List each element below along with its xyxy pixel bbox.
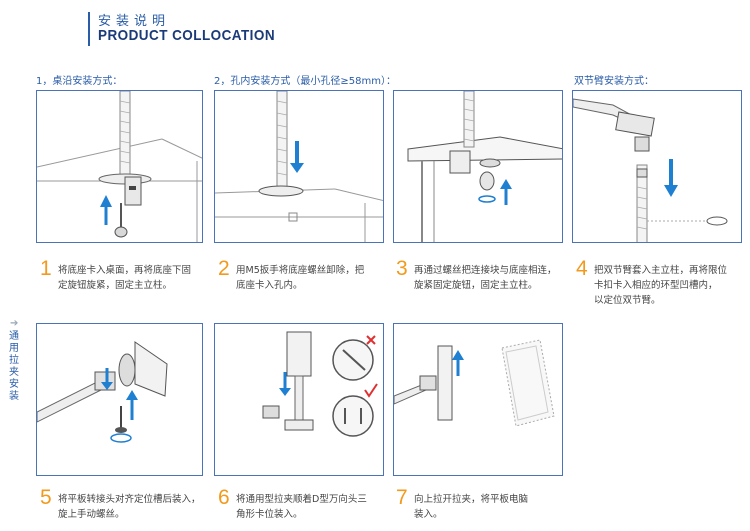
- illustration-clamp-d-head: [214, 323, 384, 476]
- illustration-connector-block: [393, 90, 563, 243]
- step-number: 1: [40, 257, 52, 281]
- step-2: 2 用M5扳手将底座螺丝卸除，把 底座卡入孔内。: [218, 261, 388, 295]
- section-label-desk-edge: 1，桌沿安装方式：: [36, 72, 122, 87]
- step-text-line: 将通用型拉夹顺着D型万向头三: [236, 492, 367, 507]
- illustration-desk-clamp: [36, 90, 203, 243]
- step-number: 6: [218, 486, 230, 510]
- step-7: 7 向上拉开拉夹，将平板电脑 装入。: [396, 490, 566, 524]
- illustration-hole-mount: [214, 90, 384, 243]
- step-4: 4 把双节臂套入主立柱，再将限位 卡扣卡入相应的环型凹槽内， 以定位双节臂。: [576, 261, 746, 309]
- step-number: 4: [576, 257, 588, 281]
- step-text: 把双节臂套入主立柱，再将限位 卡扣卡入相应的环型凹槽内， 以定位双节臂。: [594, 263, 727, 308]
- wrong-mark-icon: [367, 336, 375, 344]
- step-text: 向上拉开拉夹，将平板电脑 装入。: [414, 492, 528, 522]
- illustration-double-arm: [572, 90, 742, 243]
- step-1: 1 将底座卡入桌面，再将底座下固 定旋钮旋紧，固定主立柱。: [40, 261, 210, 295]
- section-label-hole: 2，孔内安装方式（最小孔径≥58mm）：: [214, 72, 396, 87]
- illustration-adapter-head: [36, 323, 203, 476]
- check-mark-icon: [365, 384, 377, 396]
- step-text-line: 以定位双节臂。: [594, 293, 727, 308]
- header-title-en: PRODUCT COLLOCATION: [98, 27, 275, 44]
- step-text-line: 将平板转接头对齐定位槽后装入，: [58, 492, 201, 507]
- step-text-line: 用M5扳手将底座螺丝卸除，把: [236, 263, 364, 278]
- step-number: 3: [396, 257, 408, 281]
- step-5: 5 将平板转接头对齐定位槽后装入， 旋上手动螺丝。: [40, 490, 212, 524]
- step-text-line: 将底座卡入桌面，再将底座下固: [58, 263, 191, 278]
- side-title-universal-clamp: 通用拉夹安装: [9, 331, 21, 403]
- step-text: 再通过螺丝把连接块与底座相连， 旋紧固定旋钮，固定主立柱。: [414, 263, 557, 293]
- step-text-line: 定旋钮旋紧，固定主立柱。: [58, 278, 191, 293]
- step-text-line: 底座卡入孔内。: [236, 278, 364, 293]
- step-number: 2: [218, 257, 230, 281]
- step-text: 将平板转接头对齐定位槽后装入， 旋上手动螺丝。: [58, 492, 201, 522]
- step-text-line: 再通过螺丝把连接块与底座相连，: [414, 263, 557, 278]
- step-text-line: 角形卡位装入。: [236, 507, 367, 522]
- step-number: 5: [40, 486, 52, 510]
- step-text: 将底座卡入桌面，再将底座下固 定旋钮旋紧，固定主立柱。: [58, 263, 191, 293]
- illustration-tablet-insert: [393, 323, 563, 476]
- side-arrow-icon: ➔: [10, 318, 18, 329]
- step-text: 将通用型拉夹顺着D型万向头三 角形卡位装入。: [236, 492, 367, 522]
- step-text-line: 旋上手动螺丝。: [58, 507, 201, 522]
- step-text-line: 卡扣卡入相应的环型凹槽内，: [594, 278, 727, 293]
- step-text-line: 把双节臂套入主立柱，再将限位: [594, 263, 727, 278]
- step-number: 7: [396, 486, 408, 510]
- step-6: 6 将通用型拉夹顺着D型万向头三 角形卡位装入。: [218, 490, 388, 524]
- section-label-double-arm: 双节臂安装方式：: [574, 72, 654, 87]
- step-text: 用M5扳手将底座螺丝卸除，把 底座卡入孔内。: [236, 263, 364, 293]
- step-text-line: 装入。: [414, 507, 528, 522]
- header-accent-bar: [88, 12, 90, 46]
- step-3: 3 再通过螺丝把连接块与底座相连， 旋紧固定旋钮，固定主立柱。: [396, 261, 568, 295]
- step-text-line: 向上拉开拉夹，将平板电脑: [414, 492, 528, 507]
- step-text-line: 旋紧固定旋钮，固定主立柱。: [414, 278, 557, 293]
